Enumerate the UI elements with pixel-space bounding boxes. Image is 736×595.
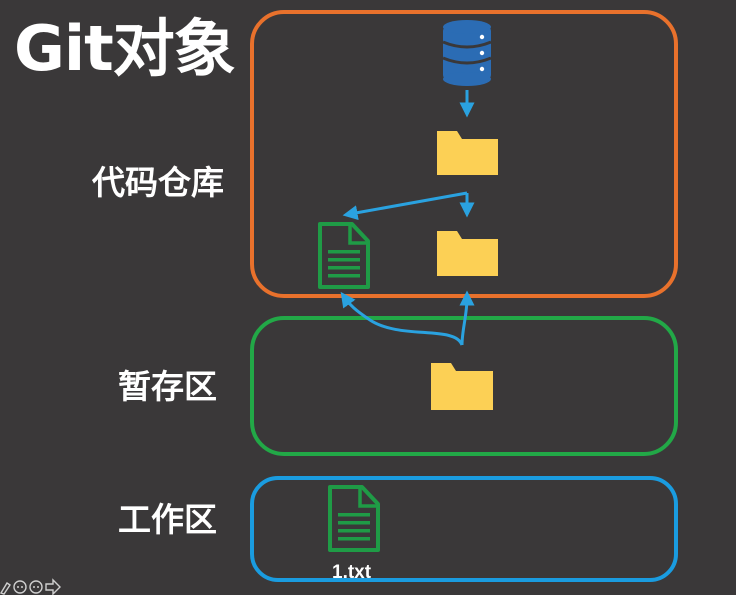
arrow <box>342 191 468 221</box>
repository-label: 代码仓库 <box>92 163 224 202</box>
staging-label: 暂存区 <box>118 367 217 406</box>
presentation-toolbar[interactable] <box>0 578 64 595</box>
page-title: Git对象 <box>14 12 236 85</box>
file-icon <box>318 222 370 289</box>
folder-icon <box>437 131 498 175</box>
database-icon <box>442 20 492 86</box>
arrow <box>459 290 475 346</box>
working-file-name: 1.txt <box>332 562 372 583</box>
pen-icon[interactable] <box>0 582 11 595</box>
options-icon[interactable] <box>29 580 43 594</box>
working-label: 工作区 <box>118 500 217 539</box>
arrow <box>340 291 464 346</box>
slides-icon[interactable] <box>13 580 27 594</box>
folder-icon <box>431 363 493 410</box>
folder-icon <box>437 231 498 276</box>
next-arrow-icon[interactable] <box>45 578 61 595</box>
working-box <box>250 476 678 582</box>
file-icon <box>328 485 380 552</box>
